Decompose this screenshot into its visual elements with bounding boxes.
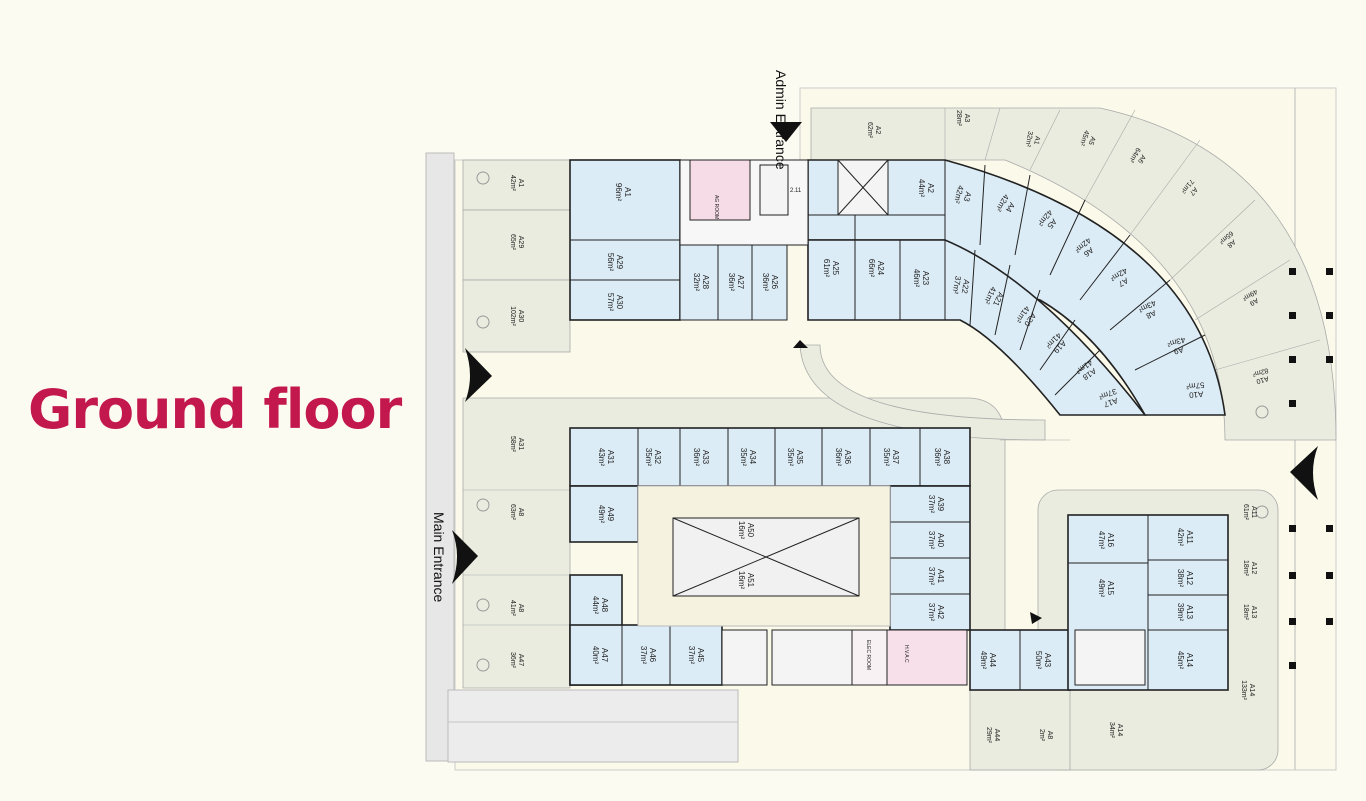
unit-label: A4740m² [591,646,609,665]
terrace-label: A1434m² [1108,722,1123,739]
unit-label: A2466m² [867,259,885,278]
main-entrance-label: Main Entrance [431,512,447,602]
terrace-label: A3158m² [509,436,524,453]
terrace-label: A142m² [509,175,524,192]
unit-walls [570,160,1228,690]
road-markers [1289,268,1333,669]
lift-label: 2.11 [790,188,802,194]
unit-label: A3836m² [933,448,951,467]
unit-label: A4949m² [597,505,615,524]
unit-label: A3057m² [606,293,624,312]
unit-label: A3937m² [927,495,945,514]
admin-entrance-label: Admin Entrance [773,70,789,170]
unit-label: A2956m² [606,253,624,272]
unit-label: A4350m² [1034,651,1052,670]
unit-label: A1339m² [1176,603,1194,622]
unit-label: A2736m² [727,273,745,292]
unit-label: A4237m² [927,603,945,622]
unit-label: A3735m² [882,448,900,467]
terrace-label: A1218m² [1242,560,1257,577]
unit-label: A2346m² [912,269,930,288]
unit-label: A196m² [614,183,632,202]
terrace-dividers [463,107,1321,626]
terrace-label: A1082m² [1251,366,1271,385]
unit-label: A1142m² [1176,528,1194,547]
terrace-label: A262m² [866,122,881,139]
page-title: Ground floor [28,378,402,441]
hvac-label: H.V.A.C [903,645,909,663]
unit-label: A3235m² [644,448,662,467]
unit-label: A4037m² [927,531,945,550]
terrace-label: A1161m² [1242,504,1257,521]
terrace-label: A14133m² [1240,680,1255,701]
unit-label: A1647m² [1097,531,1115,550]
unit-label: A244m² [917,179,935,198]
terrace-label: A132m² [1024,130,1042,149]
entrance-arrows [452,122,1318,624]
parking-strip [447,689,739,763]
unit-label: A3143m² [597,448,615,467]
unit-label: A2237m² [951,275,972,296]
terrace-label: A30102m² [509,306,524,327]
unit-label: A4844m² [591,596,609,615]
service-cores [637,159,1146,686]
unit-label: A4449m² [979,651,997,670]
unit-label: A1057m² [1186,380,1206,400]
unit-label: A1549m² [1097,579,1115,598]
terrace-label: A841m² [509,600,524,617]
unit-label: A5116m² [737,571,755,590]
unit-label: A3336m² [692,448,710,467]
terrace-label: A1318m² [1242,604,1257,621]
unit-label: A2832m² [692,273,710,292]
unit-label: A1445m² [1176,651,1194,670]
terrace-label: A82m² [1038,729,1053,742]
unit-label: A4137m² [927,567,945,586]
unit-label: A5016m² [737,521,755,540]
terrace-label: A4429m² [985,727,1000,744]
unit-label: A2561m² [822,259,840,278]
tree-symbols [476,171,1269,672]
terrace-label: A328m² [955,110,970,127]
unit-label: A3535m² [786,448,804,467]
unit-label: A1238m² [1176,569,1194,588]
unit-label: A3636m² [834,448,852,467]
terrace-label: A2965m² [509,234,524,251]
main-road [425,152,455,762]
unit-labels: A196m² A2956m² A3057m² A2832m² A2736m² A2636m… [591,179,1206,670]
elec-room-label: ELEC ROOM [865,640,871,670]
unit-label: A4537m² [687,646,705,665]
lg-room-label: AG ROOM [713,195,719,219]
unit-label: A4637m² [639,646,657,665]
unit-label: A2636m² [761,273,779,292]
terrace-label: A863m² [509,504,524,521]
unit-label: A3435m² [739,448,757,467]
terrace-label: A4736m² [509,652,524,669]
